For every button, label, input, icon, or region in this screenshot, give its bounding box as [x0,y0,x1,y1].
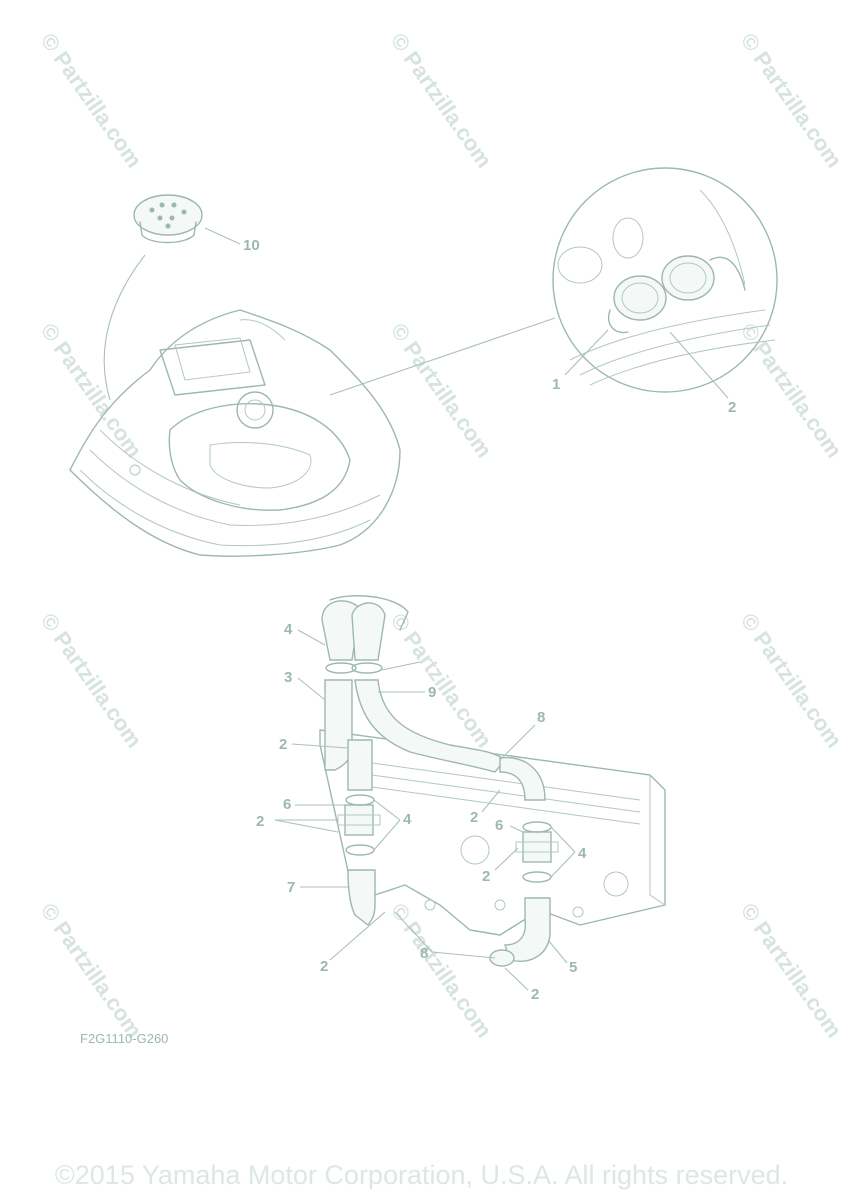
watermark: © Partzilla.com [36,609,147,753]
callout-4: 4 [578,845,587,862]
watermark: © Partzilla.com [736,899,843,1043]
duct-assembly [319,595,666,967]
callout-5: 5 [569,959,577,976]
leader-line [103,254,146,401]
leader-line [564,329,609,376]
callout-2: 2 [470,809,478,826]
leader-line [204,227,241,245]
vent-cap-part [133,194,203,244]
callout-4: 4 [284,621,293,638]
watermark: © Partzilla.com [736,609,843,753]
copyright-notice: ©2015 Yamaha Motor Corporation, U.S.A. A… [54,1160,789,1190]
callout-2: 2 [531,986,539,1003]
callout-8: 8 [420,945,428,962]
watermark: © Partzilla.com [736,319,843,463]
callout-9: 9 [428,684,436,701]
watermark-layer: © Partzilla.com © Partzilla.com © Partzi… [36,29,843,1043]
callout-10: 10 [243,237,260,254]
detail-circle [552,167,778,393]
callout-8: 8 [537,709,545,726]
watermark: © Partzilla.com [736,29,843,173]
leader-line [329,317,556,396]
duct-leaders [274,629,576,991]
watermark: © Partzilla.com [36,29,147,173]
leader-line [669,331,729,399]
callout-3: 3 [284,669,292,686]
callout-6: 6 [283,796,291,813]
watermark: © Partzilla.com [36,899,147,1043]
callout-2: 2 [279,736,287,753]
callout-2: 2 [320,958,328,975]
callout-2: 2 [728,399,736,416]
callout-7: 7 [287,879,295,896]
callout-6: 6 [495,817,503,834]
callout-4: 4 [403,811,412,828]
watermark: © Partzilla.com [386,319,497,463]
diagram-code: F2G1110-G260 [80,1031,168,1046]
callout-2: 2 [256,813,264,830]
hull-deck-view [69,309,401,557]
watermark: © Partzilla.com [386,29,497,173]
callout-2: 2 [482,868,490,885]
callout-1: 1 [552,376,560,393]
watermark: © Partzilla.com [36,319,147,463]
